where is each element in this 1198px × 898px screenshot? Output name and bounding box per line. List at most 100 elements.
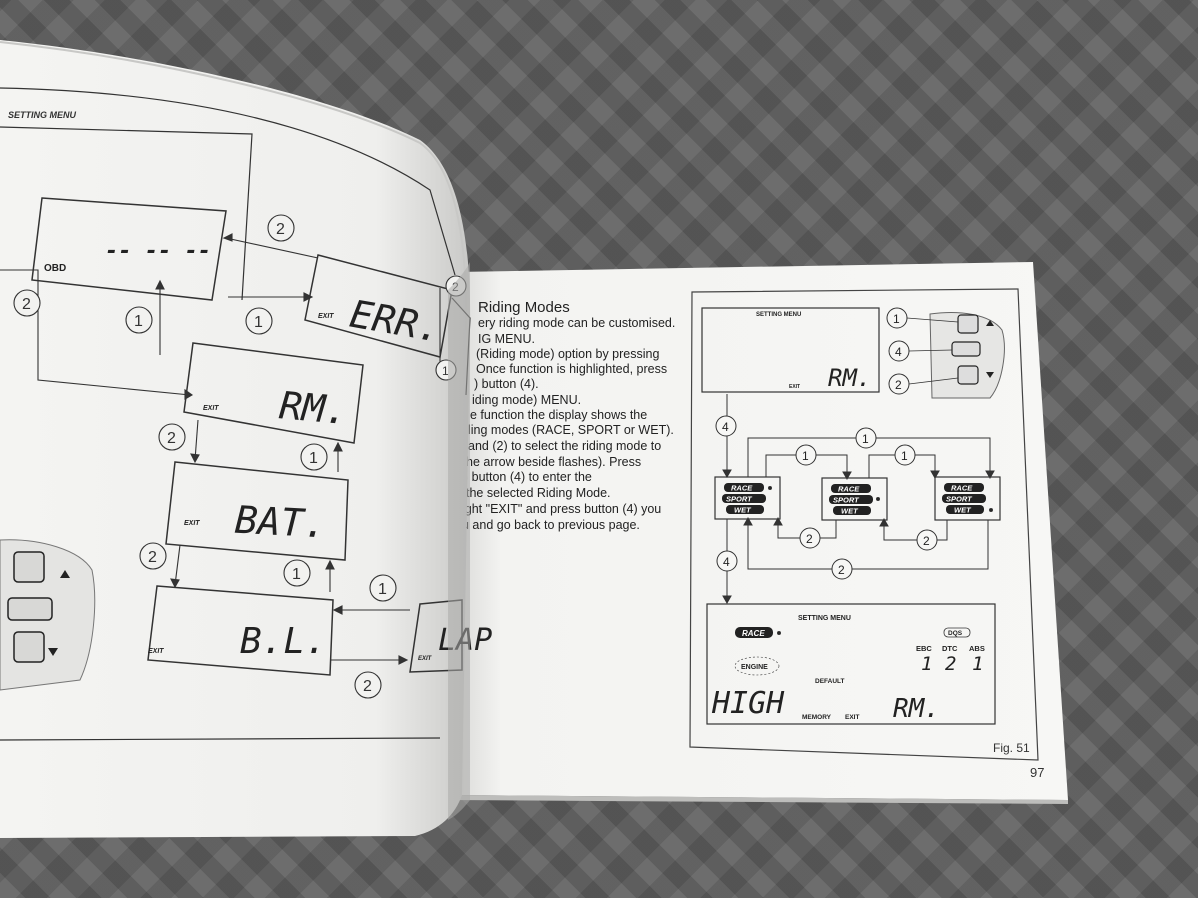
callout-2: 2 [916,529,938,551]
svg-text:RM.: RM. [278,383,350,433]
mode-box-sport: RACE SPORT WET [821,477,888,521]
body-text: ery riding mode can be customised. IG ME… [462,316,675,532]
callout-2: 2 [354,671,382,699]
svg-text:1: 1 [893,312,900,326]
svg-text:B.L.: B.L. [240,621,327,662]
svg-text:RACE: RACE [838,485,860,494]
svg-text:WET: WET [734,506,752,515]
display-rm [183,342,364,444]
callout-2: 2 [13,289,41,317]
svg-text:1: 1 [802,449,809,463]
svg-text:1: 1 [292,566,301,583]
left-page: SETTING MENU -- -- -- OBD ERR. EXIT RM. … [0,40,492,838]
svg-text:1: 1 [972,653,983,675]
svg-text:1: 1 [921,653,932,675]
callout-1: 1 [894,444,916,466]
svg-text:DEFAULT: DEFAULT [815,678,845,685]
svg-text:1: 1 [862,432,869,446]
display-bl [147,585,334,676]
svg-text:RACE: RACE [742,629,765,638]
body-line: ery riding mode can be customised. [478,316,675,330]
svg-text:HIGH: HIGH [711,686,785,721]
body-line: ) button (4). [474,377,539,391]
figure-51: SETTING MENU RM. EXIT 1 4 2 4 [689,288,1039,761]
callout-4: 4 [716,550,738,572]
callout-2: 2 [158,423,186,451]
svg-text:WET: WET [841,507,859,516]
body-line: iding mode) MENU. [472,393,581,407]
svg-text:SPORT: SPORT [833,496,860,505]
callout-4: 4 [888,340,953,362]
body-line: ight "EXIT" and press button (4) you [462,502,661,516]
body-line: ling modes (RACE, SPORT or WET). [468,423,674,437]
svg-text:1: 1 [309,450,318,467]
svg-text:2: 2 [22,296,31,313]
display-top [701,307,880,393]
svg-text:EBC: EBC [916,644,932,653]
body-line: he arrow beside flashes). Press [466,455,641,469]
svg-text:SPORT: SPORT [726,495,753,504]
svg-text:EXIT: EXIT [184,520,200,527]
svg-text:1: 1 [901,449,908,463]
mode-box-race: RACE SPORT WET [714,476,781,520]
mode-box-wet: RACE SPORT WET [934,476,1001,521]
body-line: u and go back to previous page. [462,518,640,532]
svg-text:EXIT: EXIT [148,648,164,655]
svg-text:ABS: ABS [969,644,985,653]
body-line: Once function is highlighted, press [476,362,667,376]
svg-text:2: 2 [806,532,813,546]
svg-text:2: 2 [923,534,930,548]
svg-text:EXIT: EXIT [418,656,433,662]
callout-1: 1 [245,307,273,335]
svg-text:1: 1 [442,364,449,378]
svg-text:2: 2 [838,563,845,577]
svg-text:4: 4 [722,420,729,434]
svg-text:2: 2 [148,549,157,566]
callout-2: 2 [831,558,853,580]
display-bottom: SETTING MENU RACE DQS EBC DTC ABS 1 2 1 … [706,603,996,725]
svg-text:2: 2 [895,378,902,392]
display-title: SETTING MENU [756,312,801,318]
svg-text:4: 4 [895,345,902,359]
page-number: 97 [1030,765,1044,780]
svg-text:EXIT: EXIT [318,313,334,320]
svg-text:WET: WET [954,506,972,515]
svg-text:SETTING MENU: SETTING MENU [798,615,851,622]
svg-text:1: 1 [378,581,387,598]
callout-2: 2 [139,542,167,570]
exit-label: EXIT [789,384,800,390]
body-line: and (2) to select the riding mode to [468,439,661,453]
setting-menu-heading: SETTING MENU [8,110,77,120]
callout-2: 2 [799,527,821,549]
obd-icon: OBD [44,263,66,274]
body-line: ) button (4) to enter the [464,470,592,484]
svg-text:BAT.: BAT. [234,498,328,547]
svg-text:RACE: RACE [731,484,753,493]
right-page: Riding Modes ery riding mode can be cust… [452,262,1068,804]
callout-1: 1 [300,443,328,471]
svg-text:RACE: RACE [951,484,973,493]
callout-1: 1 [886,307,959,329]
svg-text:2: 2 [945,653,956,675]
body-line: IG MENU. [478,332,535,346]
section-title: Riding Modes [478,299,570,316]
svg-text:ENGINE: ENGINE [741,664,768,671]
body-line: e function the display shows the [470,408,647,422]
handlebar-switch-icon [929,312,1005,399]
svg-text:-- -- --: -- -- -- [105,239,211,264]
callout-1: 1 [795,444,817,466]
svg-text:DQS: DQS [948,630,963,637]
display-bat [165,461,349,561]
callout-4: 4 [715,415,737,437]
svg-text:EXIT: EXIT [203,405,219,412]
callout-1: 1 [369,574,397,602]
handlebar-switch-icon [0,539,96,691]
left-flow-arrows [0,233,441,665]
callout-1: 1 [855,427,877,449]
svg-text:2: 2 [363,678,372,695]
svg-text:RM.: RM. [893,694,940,724]
figure-caption: Fig. 51 [993,741,1030,755]
body-line: the selected Riding Mode. [466,486,611,500]
svg-text:4: 4 [723,555,730,569]
